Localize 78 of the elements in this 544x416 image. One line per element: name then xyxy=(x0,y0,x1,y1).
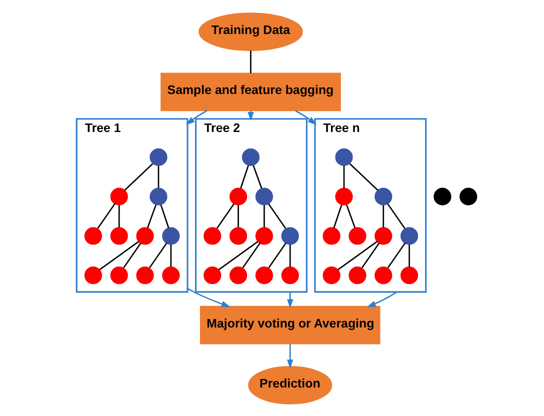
connector xyxy=(240,164,248,188)
connector xyxy=(342,165,344,188)
connector xyxy=(263,204,264,227)
cluster: Tree n xyxy=(314,118,426,292)
node-circle xyxy=(322,266,340,284)
arrow xyxy=(286,291,293,308)
arrow xyxy=(186,287,230,307)
node-circle xyxy=(241,148,260,166)
cluster: Tree 1 xyxy=(75,118,188,292)
connector xyxy=(408,244,410,266)
node-circle xyxy=(136,226,154,244)
connector xyxy=(146,204,156,228)
connector xyxy=(332,204,342,228)
node-box: Majority voting or Averaging xyxy=(199,305,380,344)
connector xyxy=(124,162,153,190)
connector xyxy=(252,164,262,188)
node-circle xyxy=(162,226,180,244)
connector xyxy=(98,240,139,270)
node-circle xyxy=(334,187,352,205)
connector xyxy=(157,165,159,188)
connector xyxy=(118,204,120,227)
node-circle xyxy=(229,226,247,244)
connector xyxy=(218,240,258,270)
node-circle xyxy=(374,266,392,284)
node-circle xyxy=(433,187,451,205)
node-ellipse: Prediction xyxy=(248,366,332,404)
node-circle xyxy=(84,226,102,244)
node-circle xyxy=(162,266,180,284)
connector xyxy=(268,242,286,268)
connector xyxy=(386,202,405,228)
node-circle xyxy=(400,266,418,284)
connector xyxy=(267,202,286,228)
connector xyxy=(148,242,167,268)
node-circle xyxy=(110,266,128,284)
arrow xyxy=(185,110,207,124)
node-circle xyxy=(280,226,298,244)
node-circle xyxy=(110,187,128,205)
connector xyxy=(250,50,251,73)
node-circle xyxy=(203,226,221,244)
connector xyxy=(337,240,377,270)
node-circle xyxy=(334,148,352,166)
node-circle xyxy=(254,226,273,244)
node-circle xyxy=(280,266,298,284)
connector xyxy=(237,204,238,227)
node-circle xyxy=(229,187,247,205)
node-circle xyxy=(348,266,366,284)
connector xyxy=(382,204,384,227)
node-circle xyxy=(254,187,273,205)
connector xyxy=(360,242,380,268)
node-circle xyxy=(136,266,154,284)
node-circle xyxy=(229,266,247,284)
node-circle xyxy=(400,226,418,244)
node-circle xyxy=(459,187,477,205)
connector xyxy=(348,162,378,190)
node-circle xyxy=(374,226,392,244)
cluster: Tree 2 xyxy=(194,118,307,292)
node-circle xyxy=(348,226,366,244)
connector xyxy=(122,242,141,268)
connector xyxy=(96,202,115,228)
arrow xyxy=(294,110,316,124)
connector xyxy=(386,242,406,268)
node-circle xyxy=(203,266,221,284)
connector xyxy=(345,204,356,228)
node-circle xyxy=(149,187,167,205)
connector xyxy=(216,202,234,228)
connector xyxy=(288,244,290,266)
arrow xyxy=(286,343,293,368)
node-circle xyxy=(374,187,392,205)
node-circle xyxy=(149,148,167,166)
node-circle xyxy=(84,266,102,284)
connector xyxy=(242,242,260,268)
connector xyxy=(160,204,169,228)
node-circle xyxy=(110,226,128,244)
node-circle xyxy=(322,226,340,244)
node-ellipse: Training Data xyxy=(198,12,302,50)
connector xyxy=(170,244,172,266)
arrow xyxy=(366,290,397,307)
node-circle xyxy=(254,266,273,284)
